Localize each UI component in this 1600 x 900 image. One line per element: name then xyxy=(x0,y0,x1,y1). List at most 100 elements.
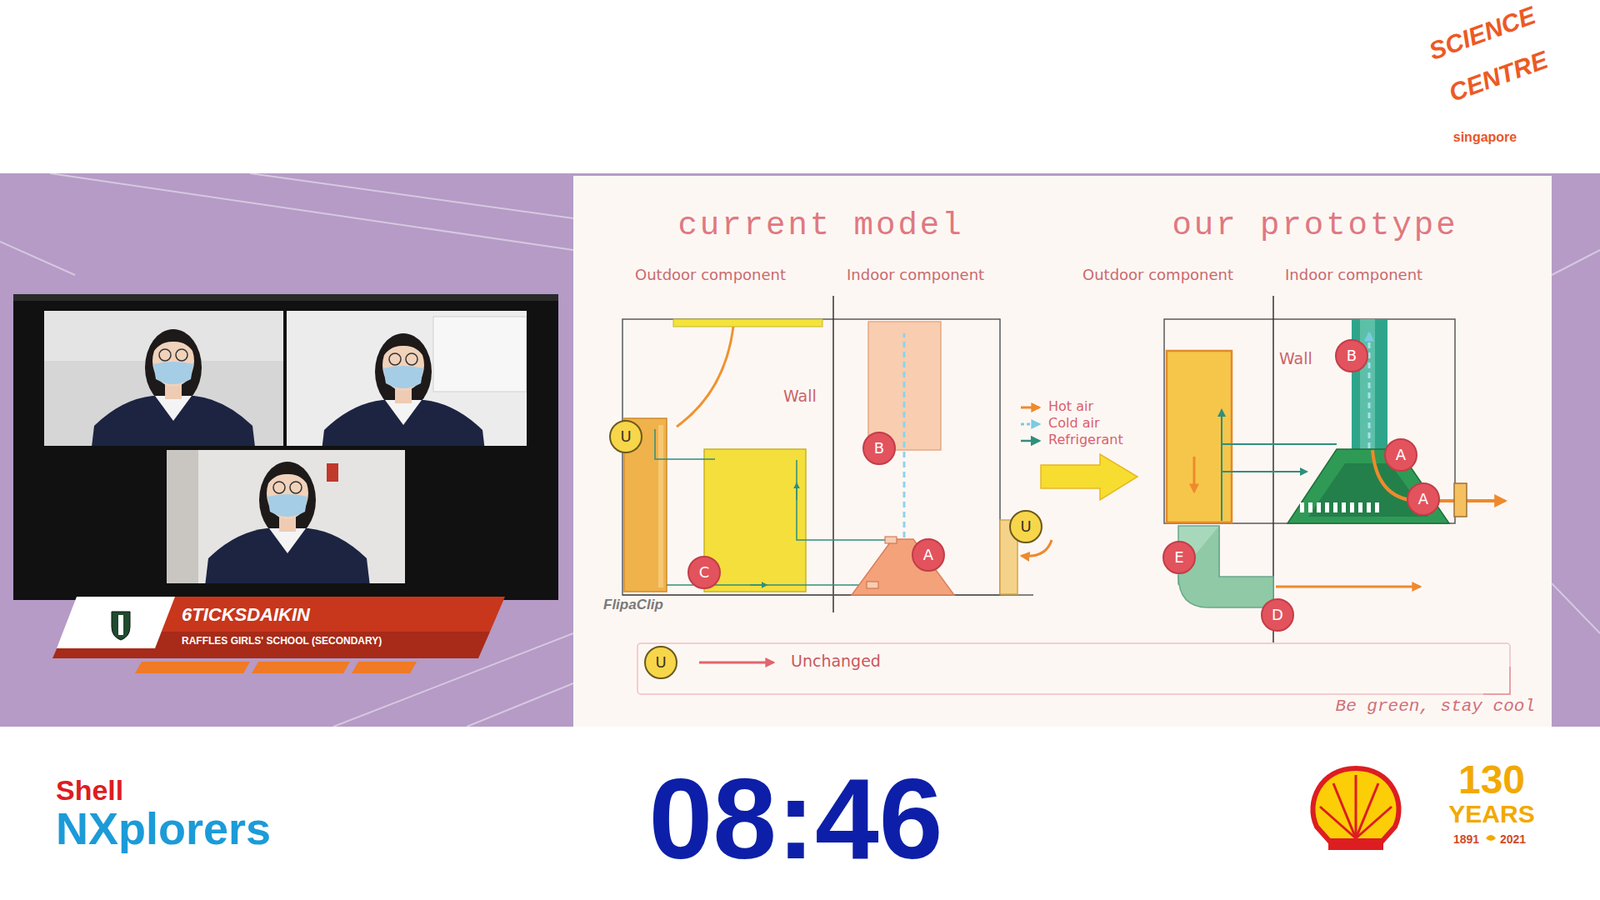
callout-letter: B xyxy=(1346,348,1357,364)
video-panel xyxy=(326,463,339,482)
team-banner-art xyxy=(56,596,175,649)
callout-letter: A xyxy=(1418,491,1429,507)
video-panel xyxy=(320,333,487,446)
current-model-illustration xyxy=(796,460,892,540)
callout-circle: A xyxy=(911,538,945,572)
prototype-illustration xyxy=(1333,502,1338,513)
current-model-illustration xyxy=(655,429,715,460)
shell-logo xyxy=(1355,806,1392,839)
programme-name: NXplorers xyxy=(55,804,271,854)
prototype-illustration xyxy=(1325,502,1330,513)
video-panel xyxy=(44,310,284,446)
unchanged-legend-art xyxy=(637,643,1510,695)
prototype-illustration xyxy=(1360,319,1375,453)
wall-label: Wall xyxy=(1279,350,1313,368)
anniversary-word: YEARS xyxy=(1448,801,1535,827)
callout-circle: B xyxy=(862,431,896,465)
prototype-illustration xyxy=(1221,443,1337,445)
shell-logo xyxy=(1333,783,1356,839)
slide xyxy=(573,175,1552,727)
callout-circle: B xyxy=(1335,339,1369,373)
page-background xyxy=(0,173,1600,727)
school-name: RAFFLES GIRLS' SCHOOL (SECONDARY) xyxy=(181,634,382,649)
wall-label: Wall xyxy=(783,387,817,405)
current-model-illustration xyxy=(622,319,1000,595)
slide-heading: our prototype xyxy=(1171,208,1458,245)
current-model-illustration xyxy=(885,536,897,544)
callout-letter: D xyxy=(1271,607,1284,623)
slide xyxy=(573,175,1552,727)
callout-letter: U xyxy=(655,655,666,670)
prototype-illustration xyxy=(1220,410,1223,521)
video-panel xyxy=(13,294,559,600)
callout-circle: U xyxy=(644,645,678,680)
callout-circle: E xyxy=(1162,540,1196,575)
anniversary-mark xyxy=(1485,835,1496,841)
prototype-illustration xyxy=(1350,502,1355,513)
team-banner-art xyxy=(111,611,130,640)
current-model-illustration xyxy=(673,319,823,327)
transition-arrow xyxy=(1040,454,1138,500)
team-name: 6TICKSDAIKIN xyxy=(181,603,382,628)
shell-logo xyxy=(1320,775,1392,839)
shell-logo xyxy=(1312,768,1399,842)
video-panel xyxy=(286,310,527,446)
slogan: Be green, stay cool xyxy=(1335,696,1535,716)
watermark: FlipaClip xyxy=(601,597,665,614)
prototype-illustration xyxy=(1287,449,1450,524)
callout-letter: B xyxy=(874,440,885,456)
page-background xyxy=(50,173,574,250)
sponsor-name: Shell xyxy=(55,775,124,806)
prototype-illustration xyxy=(1358,502,1363,513)
page-background xyxy=(250,173,574,219)
logo-subtext: singapore xyxy=(1453,130,1517,145)
current-model-illustration xyxy=(658,425,664,588)
shell-logo xyxy=(1355,775,1358,839)
shell-logo xyxy=(1355,783,1379,839)
legend-text: Cold air xyxy=(1048,415,1100,431)
anniversary-mark xyxy=(1485,835,1496,841)
team-banner-art xyxy=(351,661,417,674)
anniversary-number: 130 xyxy=(1458,760,1525,800)
legend-samples xyxy=(1020,423,1040,426)
prototype-illustration xyxy=(1166,350,1232,523)
prototype-illustration xyxy=(1375,502,1380,513)
prototype-illustration xyxy=(1300,502,1380,513)
current-model-illustration xyxy=(903,333,906,538)
transition-arrow xyxy=(1040,454,1138,500)
callout-letter: U xyxy=(1020,519,1031,535)
current-model-illustration xyxy=(676,326,734,427)
prototype-illustration xyxy=(1164,295,1505,643)
team-banner-art xyxy=(52,596,505,674)
current-model-illustration xyxy=(622,594,1034,596)
prototype-illustration xyxy=(1164,319,1455,524)
page-background xyxy=(1551,250,1600,275)
legend-text: Unchanged xyxy=(790,652,881,670)
anniversary-year: 2021 xyxy=(1500,833,1526,846)
team-banner-art xyxy=(118,615,124,635)
current-model-illustration xyxy=(750,584,767,586)
page-background xyxy=(466,683,574,727)
section-label: Indoor component xyxy=(846,266,985,284)
video-panel xyxy=(13,294,559,301)
legend-samples xyxy=(1020,406,1040,410)
callout-letter: E xyxy=(1174,550,1184,565)
section-label: Outdoor component xyxy=(1082,266,1234,284)
prototype-illustration xyxy=(1366,502,1371,513)
callout-circle: D xyxy=(1260,598,1295,632)
team-banner-art xyxy=(135,661,250,674)
callout-letter: U xyxy=(620,429,631,445)
shell-logo xyxy=(1312,768,1399,850)
video-panel xyxy=(166,450,199,584)
callout-letter: A xyxy=(923,547,934,563)
unchanged-legend-art xyxy=(637,643,1510,695)
countdown-timer: 08:46 xyxy=(649,760,944,876)
team-banner: 6TICKSDAIKIN RAFFLES GIRLS' SCHOOL (SECON… xyxy=(178,601,385,650)
legend-text: Refrigerant xyxy=(1048,432,1124,448)
current-model-illustration xyxy=(851,539,955,595)
prototype-illustration xyxy=(1193,456,1196,492)
